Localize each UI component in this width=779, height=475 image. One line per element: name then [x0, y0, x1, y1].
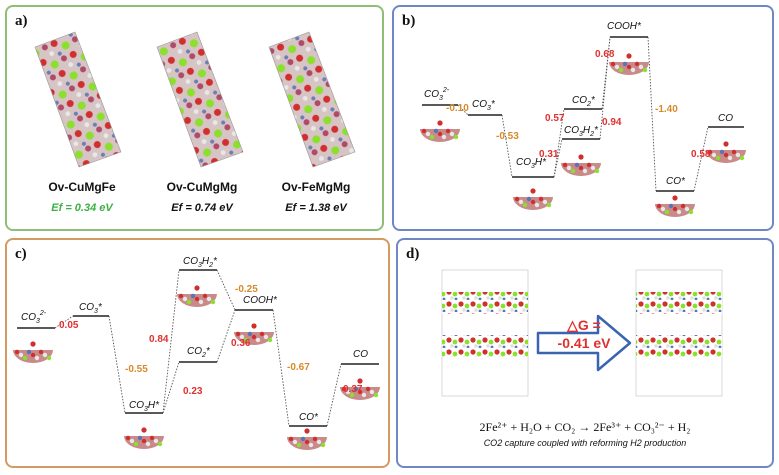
- structure-3-formation-energy: Ef = 1.38 eV: [285, 202, 347, 214]
- reaction-caption: CO2 capture coupled with reforming H2 pr…: [483, 438, 687, 448]
- c-adsorbate-4: [177, 285, 217, 307]
- b-energy-6: -1.40: [655, 104, 678, 115]
- b-energy-2: 0.57: [545, 113, 565, 124]
- panel-a: a) Ov-CuMgFe Ef = 0.34 eV Ov-CuMgMg Ef =…: [5, 5, 384, 231]
- b-connector-4: [601, 36, 611, 110]
- b-connector-7: [693, 126, 709, 192]
- reaction-structures-image: [441, 269, 723, 397]
- reaction-arrow: [536, 314, 632, 372]
- c-connector-1: [108, 315, 126, 414]
- b-adsorbate-6: [655, 195, 695, 217]
- b-energy-0: -0.10: [446, 103, 469, 114]
- structure-2: [156, 31, 244, 168]
- energy-profile-c: CO32- CO3* CO3H* CO2* CO3H2* COOH* CO* CO 0.05 -0…: [13, 256, 380, 450]
- panel-c-tag: c): [15, 246, 27, 262]
- panel-d-tag: d): [406, 246, 420, 262]
- c-adsorbate-2: [124, 427, 164, 449]
- b-state-label-1: CO3*: [472, 99, 496, 112]
- c-energy-7: 0.37: [343, 384, 363, 395]
- c-adsorbate-7: [340, 378, 380, 400]
- b-state-label-5: COOH*: [607, 21, 642, 32]
- c-energy-2: 0.84: [149, 334, 169, 345]
- c-energy-3: 0.23: [183, 386, 203, 397]
- delta-g-label: △G = -0.41 eV: [549, 316, 619, 352]
- b-state-label-4: CO3H2*: [564, 125, 599, 138]
- panel-a-tag: a): [15, 13, 28, 29]
- final-structure: [635, 269, 723, 397]
- structure-3: [268, 31, 356, 168]
- c-energy-0: 0.05: [59, 320, 79, 331]
- b-state-label-2: CO3H*: [516, 157, 547, 170]
- c-state-label-3: CO2*: [187, 346, 211, 359]
- b-connector-2: [553, 108, 565, 178]
- c-adsorbate-6: [287, 428, 327, 450]
- delta-g-value: -0.41 eV: [557, 335, 611, 351]
- b-state-label-0: CO32-: [424, 87, 450, 102]
- b-state-label-3: CO2*: [572, 95, 596, 108]
- b-connector-0: [457, 104, 469, 116]
- c-state-label-4: CO3H2*: [183, 256, 218, 269]
- b-adsorbate-7: [706, 141, 746, 163]
- c-energy-5: 0.36: [231, 338, 251, 349]
- b-adsorbate-0: [420, 120, 460, 142]
- c-connector-0: [54, 315, 74, 329]
- b-energy-7: 0.58: [691, 149, 711, 160]
- c-energy-1: -0.55: [125, 364, 148, 375]
- c-adsorbate-5: [234, 323, 274, 345]
- structure-1-formation-energy: Ef = 0.34 eV: [51, 202, 113, 214]
- structure-1: [34, 31, 122, 168]
- b-state-label-7: CO: [718, 113, 733, 124]
- structure-2-formation-energy: Ef = 0.74 eV: [171, 202, 233, 214]
- b-connector-3: [553, 138, 563, 178]
- structure-1-name: Ov-CuMgFe: [48, 180, 116, 194]
- c-state-label-0: CO32-: [21, 310, 47, 325]
- c-state-label-2: CO3H*: [129, 400, 160, 413]
- slab-structures-image: [34, 31, 356, 168]
- delta-g-symbol: △G =: [567, 317, 601, 333]
- b-energy-5: 0.68: [595, 49, 615, 60]
- structure-2-name: Ov-CuMgMg: [166, 180, 238, 194]
- initial-structure: [441, 269, 529, 397]
- b-connector-1: [501, 114, 513, 178]
- panel-d: d) △G = -0.41 eV 2Fe²⁺ + H₂O +: [396, 238, 774, 468]
- b-connector-5: [599, 36, 611, 140]
- c-state-label-7: CO: [353, 349, 368, 360]
- energy-profile-b: CO32- CO3* CO3H* CO2* CO3H2* COOH* CO* CO -0.10 -…: [420, 21, 746, 217]
- b-energy-4: 0.94: [602, 117, 622, 128]
- c-state-label-5: COOH*: [243, 295, 278, 306]
- c-adsorbate-0: [13, 341, 53, 363]
- c-energy-4: -0.25: [235, 284, 258, 295]
- b-energy-3: 0.31: [539, 149, 559, 160]
- b-adsorbate-5: [609, 53, 649, 75]
- b-adsorbate-2: [513, 188, 553, 210]
- panel-b-tag: b): [402, 13, 416, 29]
- c-energy-6: -0.67: [287, 362, 310, 373]
- b-state-label-6: CO*: [666, 176, 686, 187]
- c-connector-5: [216, 269, 236, 311]
- c-connector-4: [216, 309, 236, 363]
- structure-3-name: Ov-FeMgMg: [281, 180, 351, 194]
- panel-c: c) CO32- CO3* CO3H* CO2* CO3H2* COOH* CO* CO 0.0…: [5, 238, 390, 468]
- c-connector-2: [162, 361, 180, 414]
- c-state-label-1: CO3*: [79, 302, 103, 315]
- b-adsorbate-4: [561, 154, 601, 176]
- b-energy-1: -0.53: [496, 131, 519, 142]
- panel-b: b) CO32- CO3* CO3H* CO2* CO3H2* COOH* CO* CO -0.…: [392, 5, 774, 231]
- c-connector-7: [326, 363, 342, 427]
- c-state-label-6: CO*: [299, 412, 319, 423]
- reaction-equation: 2Fe²⁺ + H₂O + CO₂ → 2Fe³⁺ + CO₃²⁻ + H₂: [479, 420, 691, 434]
